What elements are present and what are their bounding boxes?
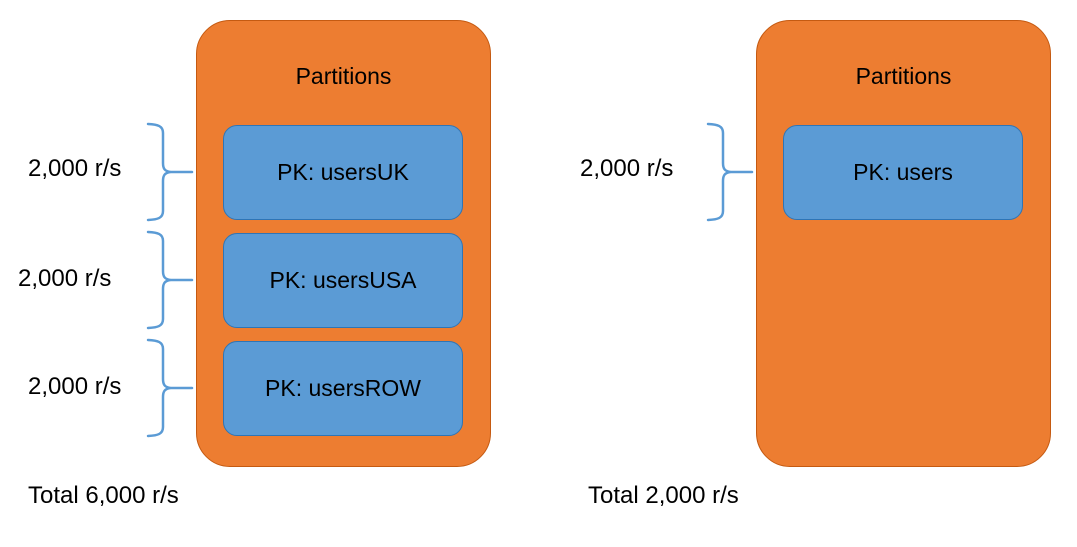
pk-box-label: PK: usersUSA [269,267,417,293]
partitions-title-right: Partitions [855,63,952,89]
pk-box-users-row[interactable]: PK: usersROW [223,341,463,436]
rate-label-users-row: 2,000 r/s [28,373,122,400]
partitions-title-left: Partitions [295,63,392,89]
total-label-right: Total 2,000 r/s [588,482,739,509]
rate-label-users-uk: 2,000 r/s [28,155,122,182]
pk-box-label: PK: usersROW [265,375,421,401]
brace-users-uk [146,121,194,223]
brace-users-usa [146,229,194,331]
pk-box-users-usa[interactable]: PK: usersUSA [223,233,463,328]
pk-box-label: PK: usersUK [277,159,409,185]
partitions-container-right: Partitions [756,20,1051,467]
brace-users [706,121,754,223]
rate-label-users-usa: 2,000 r/s [18,265,112,292]
pk-box-users[interactable]: PK: users [783,125,1023,220]
pk-box-users-uk[interactable]: PK: usersUK [223,125,463,220]
total-label-left: Total 6,000 r/s [28,482,179,509]
rate-label-users: 2,000 r/s [580,155,674,182]
brace-users-row [146,337,194,439]
pk-box-label: PK: users [853,159,953,185]
